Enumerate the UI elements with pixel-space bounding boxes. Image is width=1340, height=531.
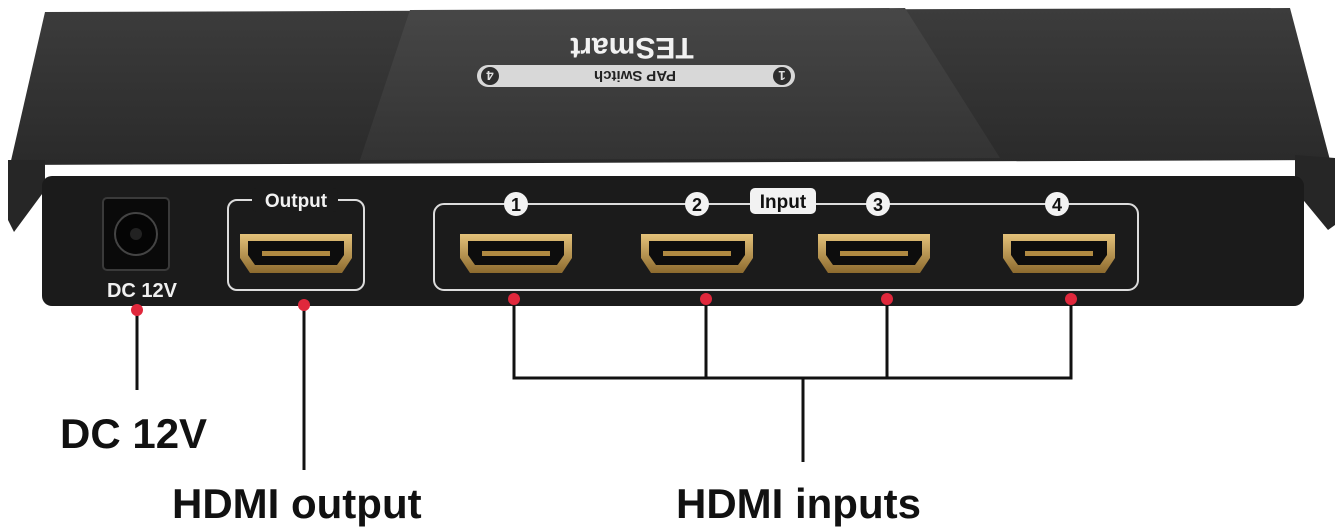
input-label: Input [760,192,807,213]
output-label-bg [252,188,338,212]
leader-lines [135,299,1073,470]
input-label-bg [750,188,816,214]
output-port-group: Output [227,188,365,291]
callout-dc-12v: DC 12V [60,410,208,457]
port-number-badge-2 [685,192,709,216]
input-port-1: 1 [460,192,572,273]
badge-right-number: 4 [486,68,494,83]
badge-right-circle [481,67,499,85]
badge-left-circle [773,67,791,85]
input-port-4: 4 [1003,192,1115,273]
dc-port-label: DC 12V [107,280,178,302]
model-badge [477,65,795,87]
input-ports-group: Input 1 2 3 4 [433,188,1139,291]
marker-input-3 [881,293,893,305]
marker-input-4 [1065,293,1077,305]
marker-dc [131,304,143,316]
hdmi-output-port [240,234,352,273]
port-number-1: 1 [511,195,521,215]
port-number-4: 4 [1052,195,1062,215]
brand-area: 1 4 PAP Switch TESmart [477,31,795,87]
leader-inputs-bracket [512,299,1073,380]
input-port-2: 2 [641,192,753,273]
model-label: PAP Switch [594,67,676,84]
marker-dots [131,293,1077,316]
dc-jack-pin [130,228,142,240]
marker-input-1 [508,293,520,305]
port-number-badge-4 [1045,192,1069,216]
marker-output [298,299,310,311]
device-side-ridge-right [1295,155,1335,230]
marker-input-2 [700,293,712,305]
badge-left-number: 1 [778,68,785,83]
callout-hdmi-output: HDMI output [172,480,422,527]
dc-jack [102,197,170,271]
device-side-ridge-left [8,160,45,232]
port-number-2: 2 [692,195,702,215]
output-label: Output [265,191,328,212]
port-number-3: 3 [873,195,883,215]
port-number-badge-1 [504,192,528,216]
callout-hdmi-inputs: HDMI inputs [676,480,921,527]
input-port-3: 3 [818,192,930,273]
brand-logo: TESmart [570,31,693,64]
port-number-badge-3 [866,192,890,216]
